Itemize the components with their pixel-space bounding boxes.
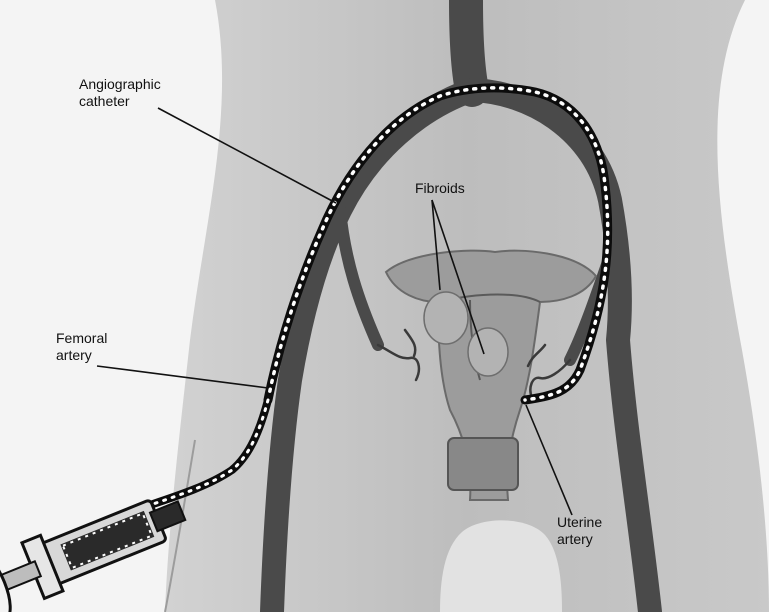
label-uterine-line1: Uterine (557, 514, 602, 530)
label-catheter-line1: Angiographic (79, 76, 161, 92)
label-femoral-line2: artery (56, 347, 92, 363)
label-femoral-line1: Femoral (56, 330, 107, 346)
label-uterine-line2: artery (557, 531, 593, 547)
label-fibroids: Fibroids (415, 180, 465, 197)
label-catheter-line2: catheter (79, 93, 130, 109)
